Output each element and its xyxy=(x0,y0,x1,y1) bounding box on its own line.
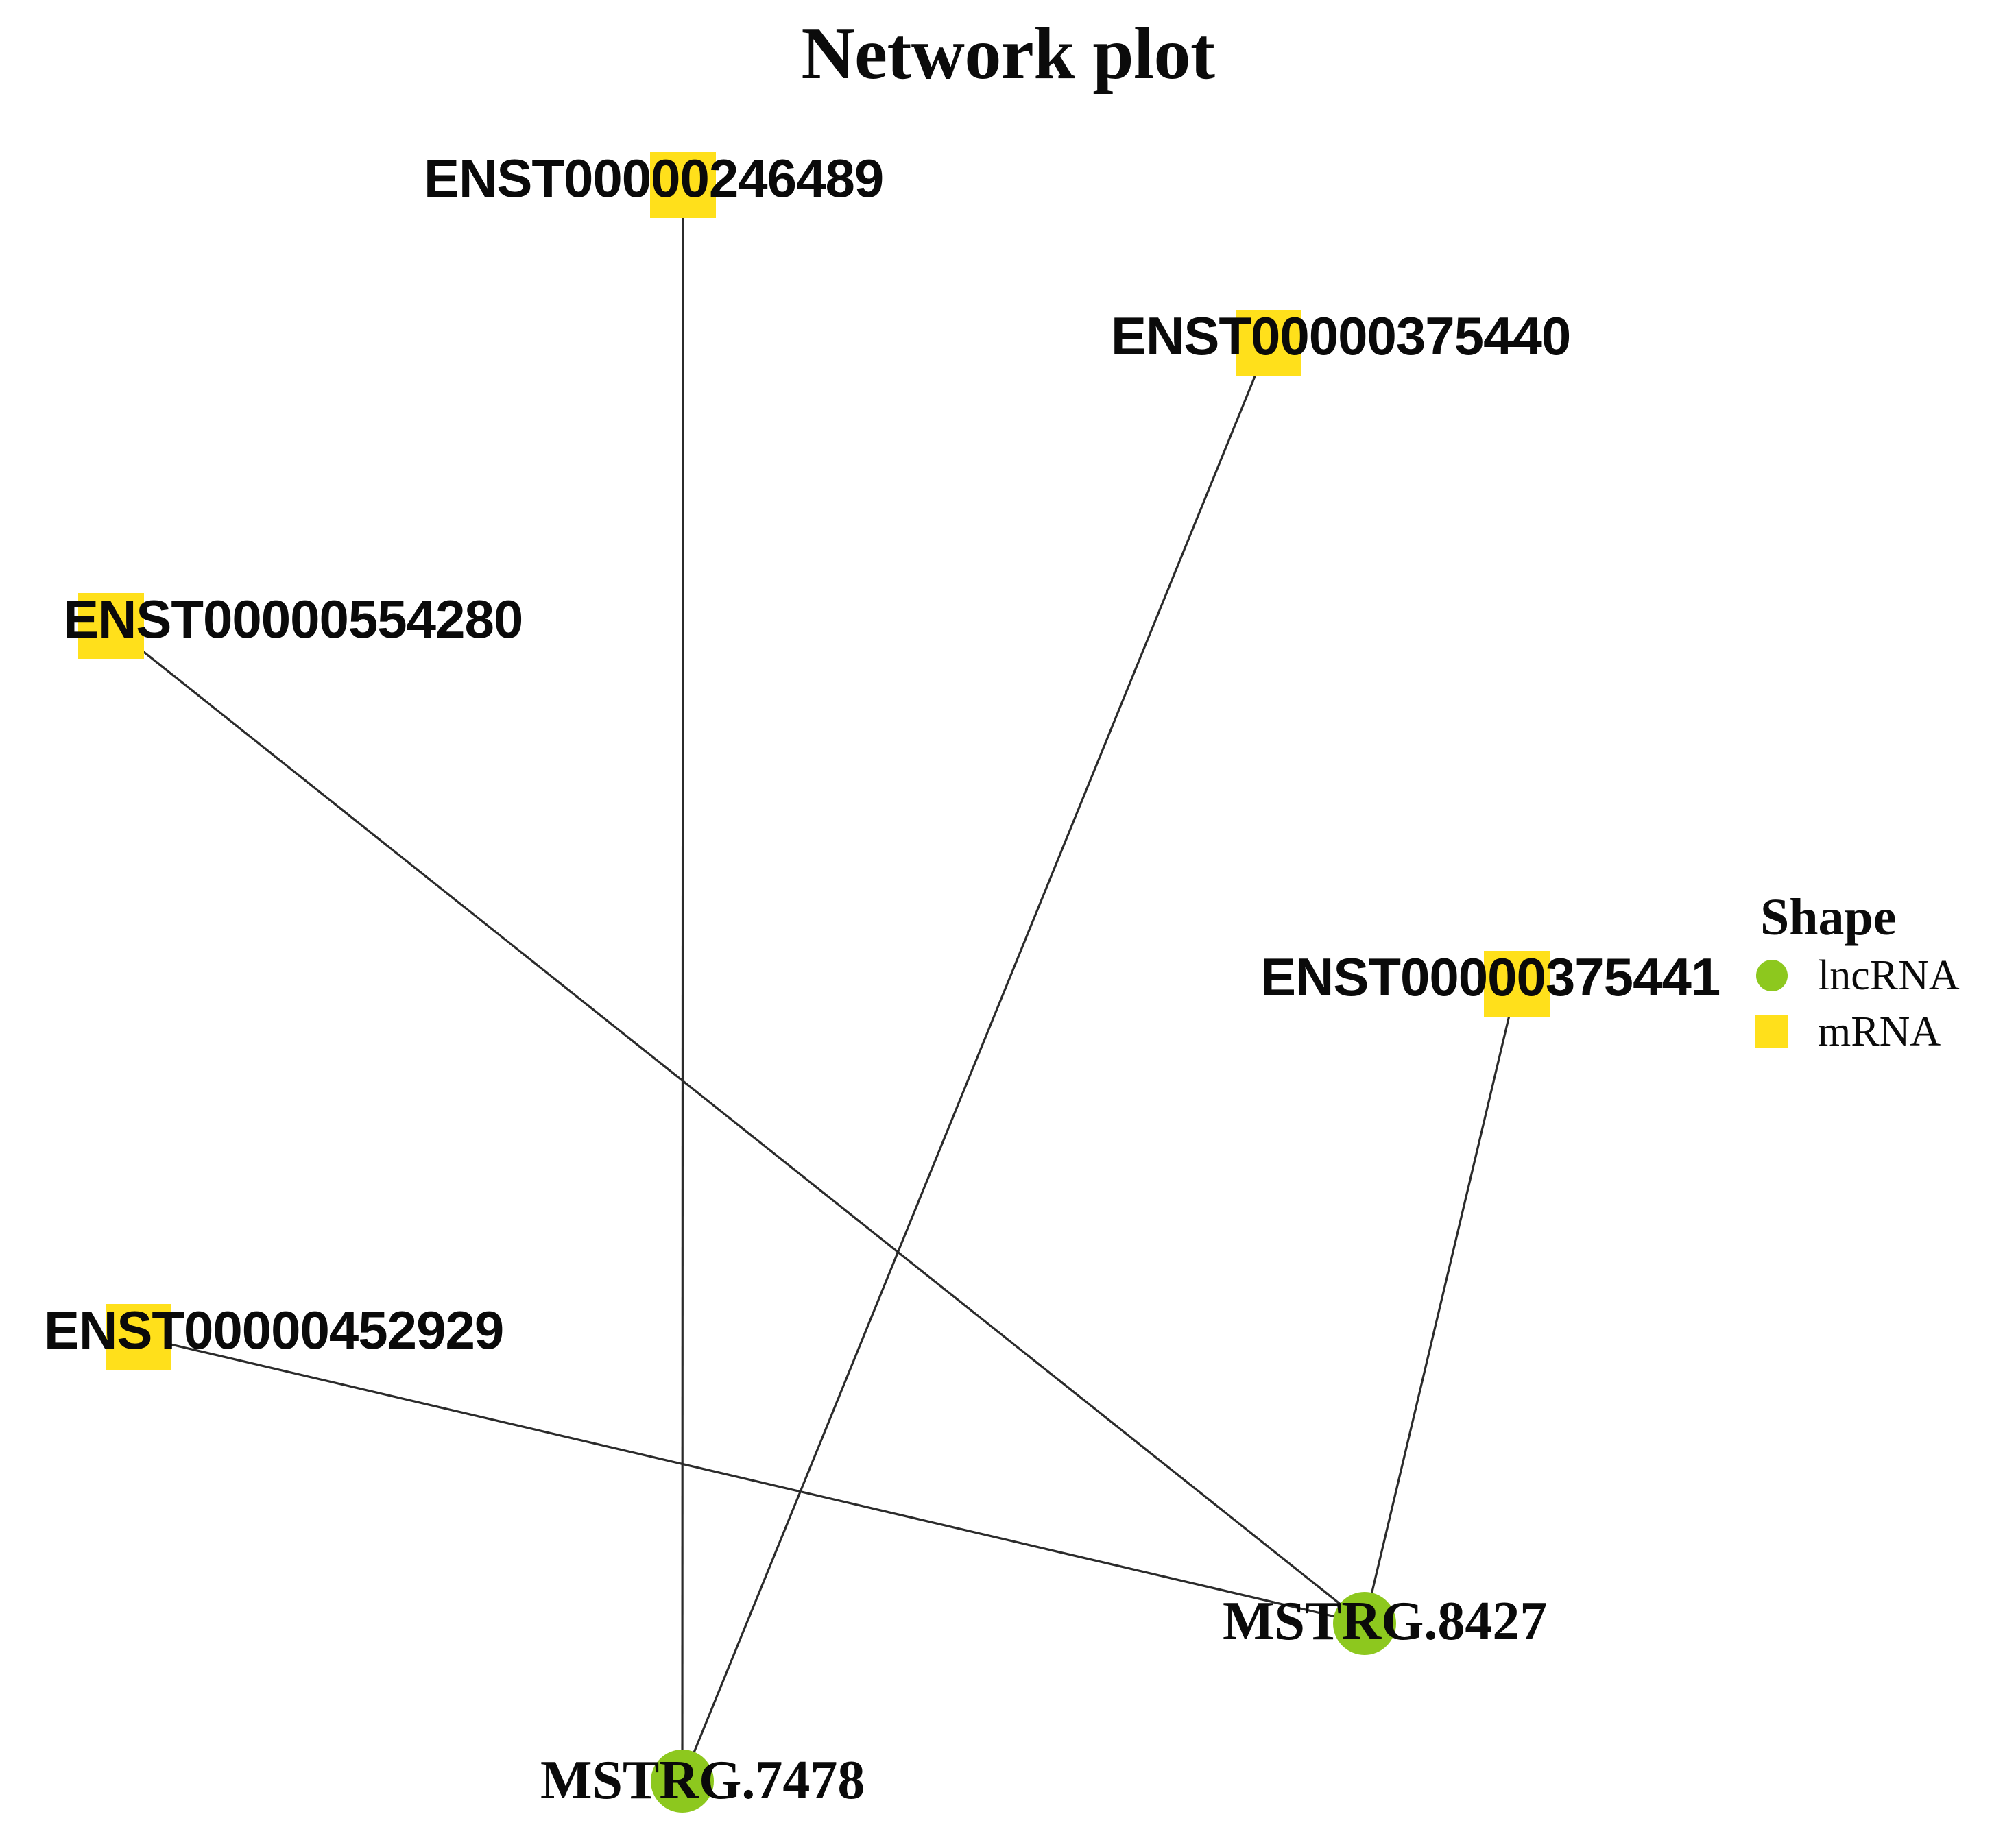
node-label: MSTRG.8427 xyxy=(1223,1591,1548,1652)
network-node-mrna[interactable] xyxy=(1236,310,1301,376)
network-edge xyxy=(681,342,1270,1782)
network-edge xyxy=(110,625,1365,1625)
page-title: Network plot xyxy=(801,13,1215,95)
legend-label-mrna: mRNA xyxy=(1818,1008,1941,1055)
legend: Shape lncRNA mRNA xyxy=(1745,891,2006,1056)
network-edge xyxy=(681,184,684,1782)
node-label: ENST00000554280 xyxy=(63,589,523,649)
node-label: ENST00000246489 xyxy=(424,148,884,208)
nodes-layer xyxy=(78,152,1550,1813)
node-label: ENST00000452929 xyxy=(44,1300,504,1360)
legend-square-icon xyxy=(1745,1015,1799,1048)
edges-layer xyxy=(110,184,1518,1782)
network-node-lncrna[interactable] xyxy=(651,1750,714,1813)
network-edge xyxy=(1363,983,1518,1624)
network-node-mrna[interactable] xyxy=(650,152,716,218)
network-node-lncrna[interactable] xyxy=(1333,1592,1396,1655)
node-label: ENST00000375440 xyxy=(1111,306,1571,366)
legend-item-mrna[interactable]: mRNA xyxy=(1745,1008,2006,1056)
node-label: MSTRG.7478 xyxy=(540,1750,865,1811)
network-node-mrna[interactable] xyxy=(1484,951,1550,1017)
network-edge xyxy=(138,1335,1365,1625)
node-label: ENST00000375441 xyxy=(1260,947,1720,1007)
legend-label-lncrna: lncRNA xyxy=(1818,952,1960,999)
legend-item-lncrna[interactable]: lncRNA xyxy=(1745,952,2006,1000)
network-node-mrna[interactable] xyxy=(78,593,144,659)
legend-title: Shape xyxy=(1760,889,1897,946)
legend-circle-icon xyxy=(1745,960,1799,991)
network-node-mrna[interactable] xyxy=(106,1304,171,1370)
